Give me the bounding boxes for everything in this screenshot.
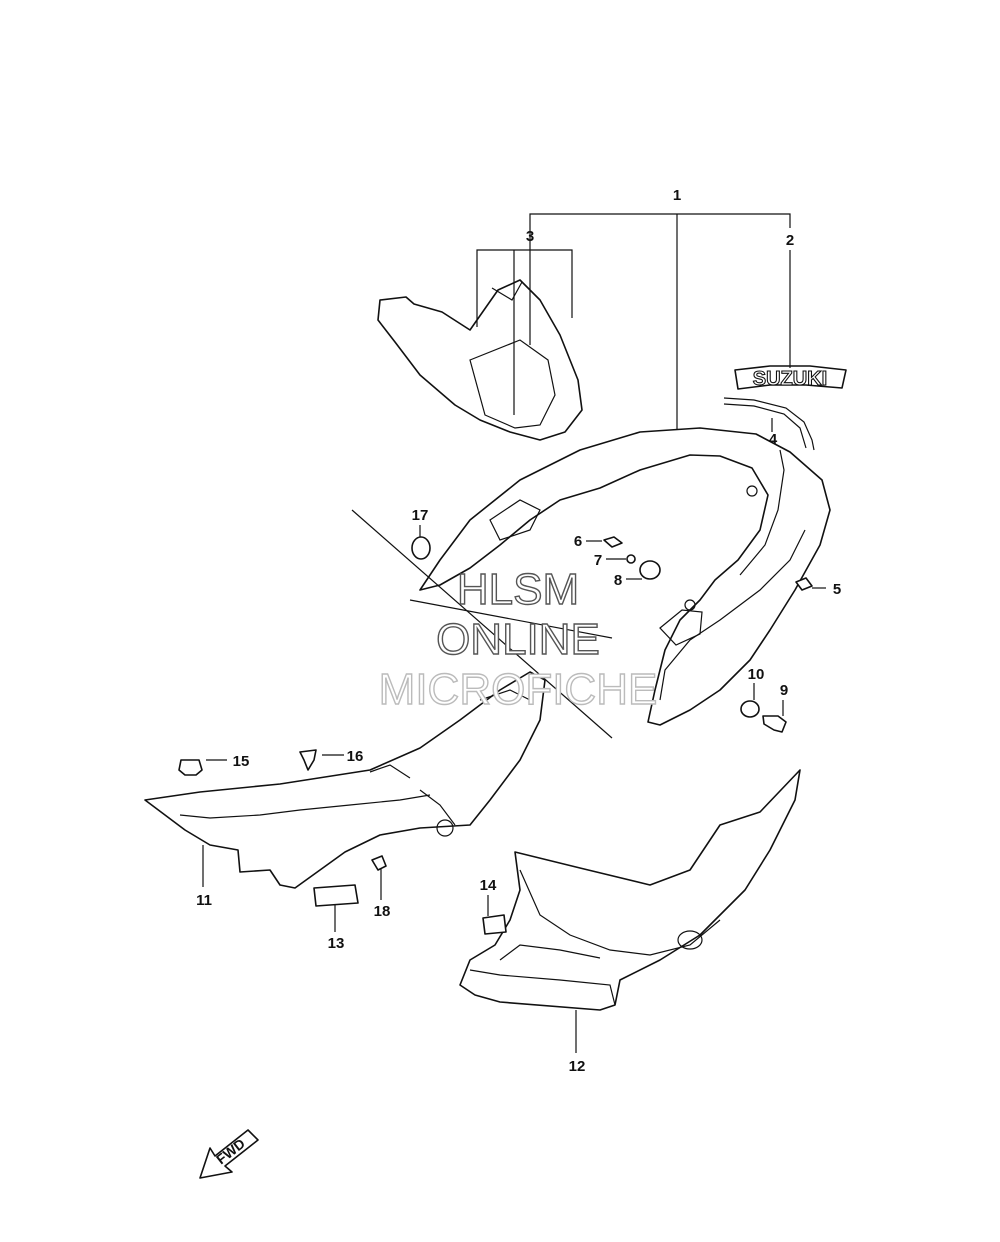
nut-clip-5 (795, 577, 813, 591)
washer-7 (626, 554, 636, 564)
screw-18 (371, 855, 387, 871)
callout-10: 10 (748, 666, 765, 683)
leader-lines (202, 213, 826, 1053)
callout-16: 16 (347, 748, 364, 765)
callout-6: 6 (574, 533, 582, 550)
watermark: HLSM ONLINE MICROFICHE (378, 564, 658, 714)
seat-cowl-cover (377, 279, 583, 441)
suzuki-emblem: SUZUKI (734, 365, 847, 391)
callout-9: 9 (780, 682, 788, 699)
watermark-line3: MICROFICHE (379, 665, 658, 714)
callout-5: 5 (833, 581, 841, 598)
watermark-lines (351, 509, 613, 739)
watermark-line1: HLSM (457, 565, 579, 614)
hardware-parts (178, 536, 813, 935)
callout-13: 13 (328, 935, 345, 952)
forward-arrow: FWD (199, 1129, 259, 1179)
clip-16 (299, 749, 317, 771)
callout-2: 2 (786, 232, 794, 249)
pad-13 (313, 884, 359, 907)
callout-18: 18 (374, 903, 391, 920)
tail-cowl (419, 427, 831, 726)
callout-1: 1 (673, 187, 681, 204)
callout-3: 3 (526, 228, 534, 245)
emblem-text: SUZUKI (753, 368, 827, 390)
bolt-9 (762, 715, 787, 733)
callout-4: 4 (769, 431, 778, 448)
callout-12: 12 (569, 1058, 586, 1075)
callout-labels: 3 1 2 4 17 6 7 8 5 10 9 15 16 11 18 13 1… (196, 187, 841, 1075)
callout-15: 15 (233, 753, 250, 770)
callout-17: 17 (412, 507, 429, 524)
grommet-17 (411, 536, 431, 560)
bushing-8 (639, 560, 661, 580)
watermark-line2: ONLINE (436, 615, 600, 664)
side-cover-left (144, 671, 546, 889)
callout-14: 14 (480, 877, 497, 894)
grommet-10 (740, 700, 760, 718)
callout-11: 11 (196, 892, 212, 909)
side-cover-right (459, 769, 801, 1011)
trim-strip (723, 397, 815, 451)
callout-8: 8 (614, 572, 622, 589)
grommet-15 (178, 759, 203, 776)
pad-14 (482, 914, 507, 935)
callout-7: 7 (594, 552, 602, 569)
bolt-6 (603, 536, 623, 548)
